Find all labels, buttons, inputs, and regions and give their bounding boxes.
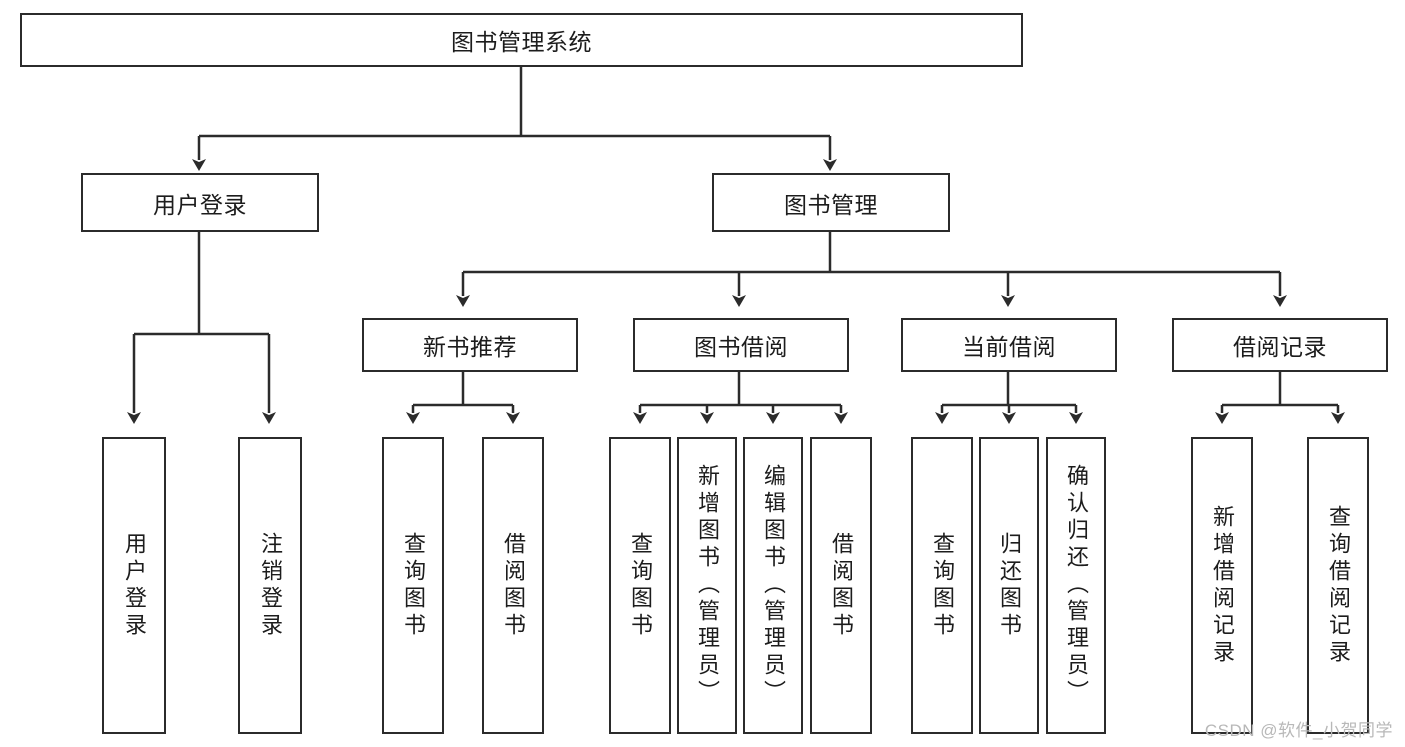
node-leaf-edit-book[interactable]: 编辑图书（管理员） <box>743 437 803 734</box>
node-leaf-add-book[interactable]: 新增图书（管理员） <box>677 437 737 734</box>
node-leaf-return-book-label: 归还图书 <box>997 531 1022 640</box>
node-user-login-label: 用户登录 <box>153 191 247 218</box>
node-current-borrow[interactable]: 当前借阅 <box>901 318 1117 372</box>
node-leaf-borrow-book-2[interactable]: 借阅图书 <box>810 437 872 734</box>
node-leaf-borrow-book-1-label: 借阅图书 <box>501 531 526 640</box>
node-leaf-add-record[interactable]: 新增借阅记录 <box>1191 437 1253 734</box>
node-leaf-query-record[interactable]: 查询借阅记录 <box>1307 437 1369 734</box>
node-borrow-record-label: 借阅记录 <box>1233 334 1327 360</box>
node-leaf-query-book-1[interactable]: 查询图书 <box>382 437 444 734</box>
node-leaf-query-book-2-label: 查询图书 <box>628 531 653 640</box>
node-leaf-return-book[interactable]: 归还图书 <box>979 437 1039 734</box>
node-leaf-query-book-3[interactable]: 查询图书 <box>911 437 973 734</box>
node-leaf-user-login-label: 用户登录 <box>122 531 147 640</box>
node-leaf-logout-login-label: 注销登录 <box>258 531 283 640</box>
node-leaf-confirm-return[interactable]: 确认归还（管理员） <box>1046 437 1106 734</box>
node-user-login[interactable]: 用户登录 <box>81 173 319 232</box>
node-book-borrow[interactable]: 图书借阅 <box>633 318 849 372</box>
node-leaf-user-login[interactable]: 用户登录 <box>102 437 166 734</box>
node-leaf-query-record-label: 查询借阅记录 <box>1326 504 1351 667</box>
node-borrow-record[interactable]: 借阅记录 <box>1172 318 1388 372</box>
node-new-book-recommend-label: 新书推荐 <box>423 334 517 360</box>
node-book-borrow-label: 图书借阅 <box>694 334 788 360</box>
node-leaf-query-book-2[interactable]: 查询图书 <box>609 437 671 734</box>
node-root-label: 图书管理系统 <box>451 29 592 55</box>
node-leaf-borrow-book-2-label: 借阅图书 <box>829 531 854 640</box>
node-leaf-borrow-book-1[interactable]: 借阅图书 <box>482 437 544 734</box>
node-leaf-add-record-label: 新增借阅记录 <box>1210 504 1235 667</box>
node-book-management[interactable]: 图书管理 <box>712 173 950 232</box>
node-leaf-query-book-3-label: 查询图书 <box>930 531 955 640</box>
node-current-borrow-label: 当前借阅 <box>962 334 1056 360</box>
node-leaf-logout-login[interactable]: 注销登录 <box>238 437 302 734</box>
node-leaf-add-book-label: 新增图书（管理员） <box>695 464 720 707</box>
node-leaf-query-book-1-label: 查询图书 <box>401 531 426 640</box>
node-leaf-confirm-return-label: 确认归还（管理员） <box>1064 464 1089 707</box>
node-book-management-label: 图书管理 <box>784 191 878 218</box>
node-new-book-recommend[interactable]: 新书推荐 <box>362 318 578 372</box>
node-leaf-edit-book-label: 编辑图书（管理员） <box>761 464 786 707</box>
csdn-watermark: CSDN @软件_小贺同学 <box>1204 721 1393 740</box>
node-root[interactable]: 图书管理系统 <box>20 13 1023 67</box>
